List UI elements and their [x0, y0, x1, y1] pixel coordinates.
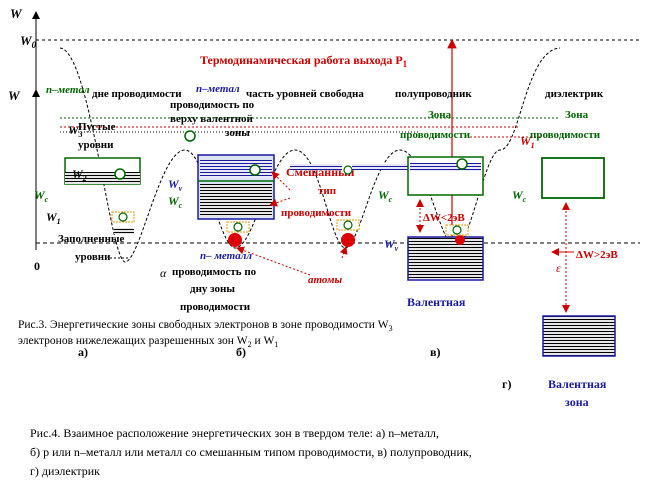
atoms-label: атомы — [308, 274, 343, 286]
panel-b-lower-electron — [233, 222, 243, 232]
middle-upper-band — [290, 164, 342, 170]
conduct-top-label: проводимость по — [170, 99, 255, 111]
panel-b-upper-fill — [200, 160, 272, 178]
panel-b-electron — [249, 164, 261, 176]
panel-a-lower-electron — [118, 212, 128, 222]
a-conduct-label-3: проводимости — [180, 301, 251, 313]
dielectric-title: диэлектрик — [545, 88, 604, 100]
subfig-b: б) — [236, 345, 246, 359]
gap-g-label: ΔW>2эВ — [576, 249, 618, 261]
middle-electron-upper — [343, 165, 353, 175]
panel-v-hole — [455, 235, 465, 245]
wc-a-label: Wc — [34, 188, 49, 204]
sigma-label: ε — [556, 261, 561, 275]
panel-v-electron — [456, 158, 468, 170]
middle-well-electron — [343, 220, 353, 230]
valence-v-label: Валентная — [407, 295, 466, 309]
w3-label: W3 — [68, 123, 83, 139]
w1-label: W1 — [46, 210, 61, 226]
wc-g-label: Wc — [512, 188, 527, 204]
panel-v-conduction-band — [407, 156, 484, 196]
w-red-label: W1 — [520, 134, 535, 150]
panel-b-hole — [184, 130, 196, 142]
conn-arrow-1 — [271, 171, 291, 191]
n-metal-top-label-2: n–метал — [196, 83, 240, 95]
a-marker: α — [160, 266, 167, 280]
panel-v-fill — [410, 163, 481, 171]
gap-v-label: ΔW<2эВ — [423, 212, 465, 224]
panel-b-atom — [228, 233, 242, 247]
middle-upper-band-2 — [352, 164, 410, 170]
fig4-caption-line2: б) p или n–металл или металл со смешанны… — [30, 445, 472, 459]
work-function-label: Термодинамическая работа выхода P1 — [200, 53, 408, 69]
conduct-top-label-3: зоны — [225, 127, 250, 139]
a-conduct-label: проводимость по — [172, 266, 257, 278]
zona-v-label: Зона — [428, 109, 452, 121]
potential-wells-curve — [59, 47, 561, 263]
filled-levels-label-2: уровни — [75, 251, 111, 263]
panel-b-lower-fill — [200, 184, 272, 217]
overlap-top-label: дне проводимости — [92, 88, 182, 100]
w2-label: W2 — [72, 167, 87, 183]
subfig-g: г) — [502, 377, 511, 391]
panel-g-conduction-band — [541, 157, 605, 199]
subfig-a: а) — [78, 345, 88, 359]
semiconductor-title: полупроводник — [395, 88, 472, 100]
valence-g-label-2: зона — [565, 395, 589, 409]
axis-w0: W0 — [20, 33, 37, 50]
wc-v-label: Wc — [378, 188, 393, 204]
panel-g-valence-band — [542, 315, 616, 357]
panel-v-core-electron — [452, 225, 462, 235]
n-metal-bottom-label: n– металл — [200, 250, 252, 262]
wc-b-label: Wc — [168, 194, 183, 210]
fig3-caption-line1: Рис.3. Энергетические зоны свободных эле… — [18, 319, 393, 333]
wv-b-label: Wv — [168, 177, 183, 193]
n-metal-top-label: n–метал — [46, 84, 90, 96]
fig3-caption-line2: электронов нижележащих разрешенных зон W… — [18, 335, 278, 349]
panel-a-core-band — [114, 228, 134, 234]
fig4-caption-line3: г) диэлектрик — [30, 464, 100, 478]
overlap-top-label-2: часть уровней свободна — [246, 88, 364, 100]
a-conduct-label-2: дну зоны — [190, 283, 235, 295]
panel-a-electron — [114, 168, 126, 180]
conn-arrow-4 — [236, 246, 311, 276]
filled-levels-label: Заполненные — [58, 233, 125, 245]
zona-g-label-2: проводимости — [530, 129, 601, 141]
conn-arrow-2 — [269, 197, 291, 207]
axis-w-upper: W — [10, 6, 23, 21]
empty-levels-label: Пустые — [78, 121, 116, 133]
conduct-top-label-2: верху валентной — [170, 113, 253, 125]
wv-v-label: Wv — [384, 237, 399, 253]
axis-w-lower: W — [8, 88, 21, 103]
empty-levels-label-2: уровни — [78, 139, 114, 151]
panel-v-valence-band — [407, 236, 484, 281]
mixed-type-label-3: проводимости — [281, 207, 352, 219]
middle-well-atom — [341, 233, 355, 247]
valence-g-label: Валентная — [548, 377, 607, 391]
subfig-v: в) — [430, 345, 440, 359]
zona-g-label: Зона — [565, 109, 589, 121]
conn-arrow-3 — [339, 246, 348, 259]
zona-v-label-2: проводимости — [400, 129, 471, 141]
mixed-type-label-2: тип — [318, 185, 337, 197]
axis-origin: 0 — [34, 259, 40, 273]
fig4-caption-line1: Рис.4. Взаимное расположение энергетичес… — [30, 426, 439, 440]
